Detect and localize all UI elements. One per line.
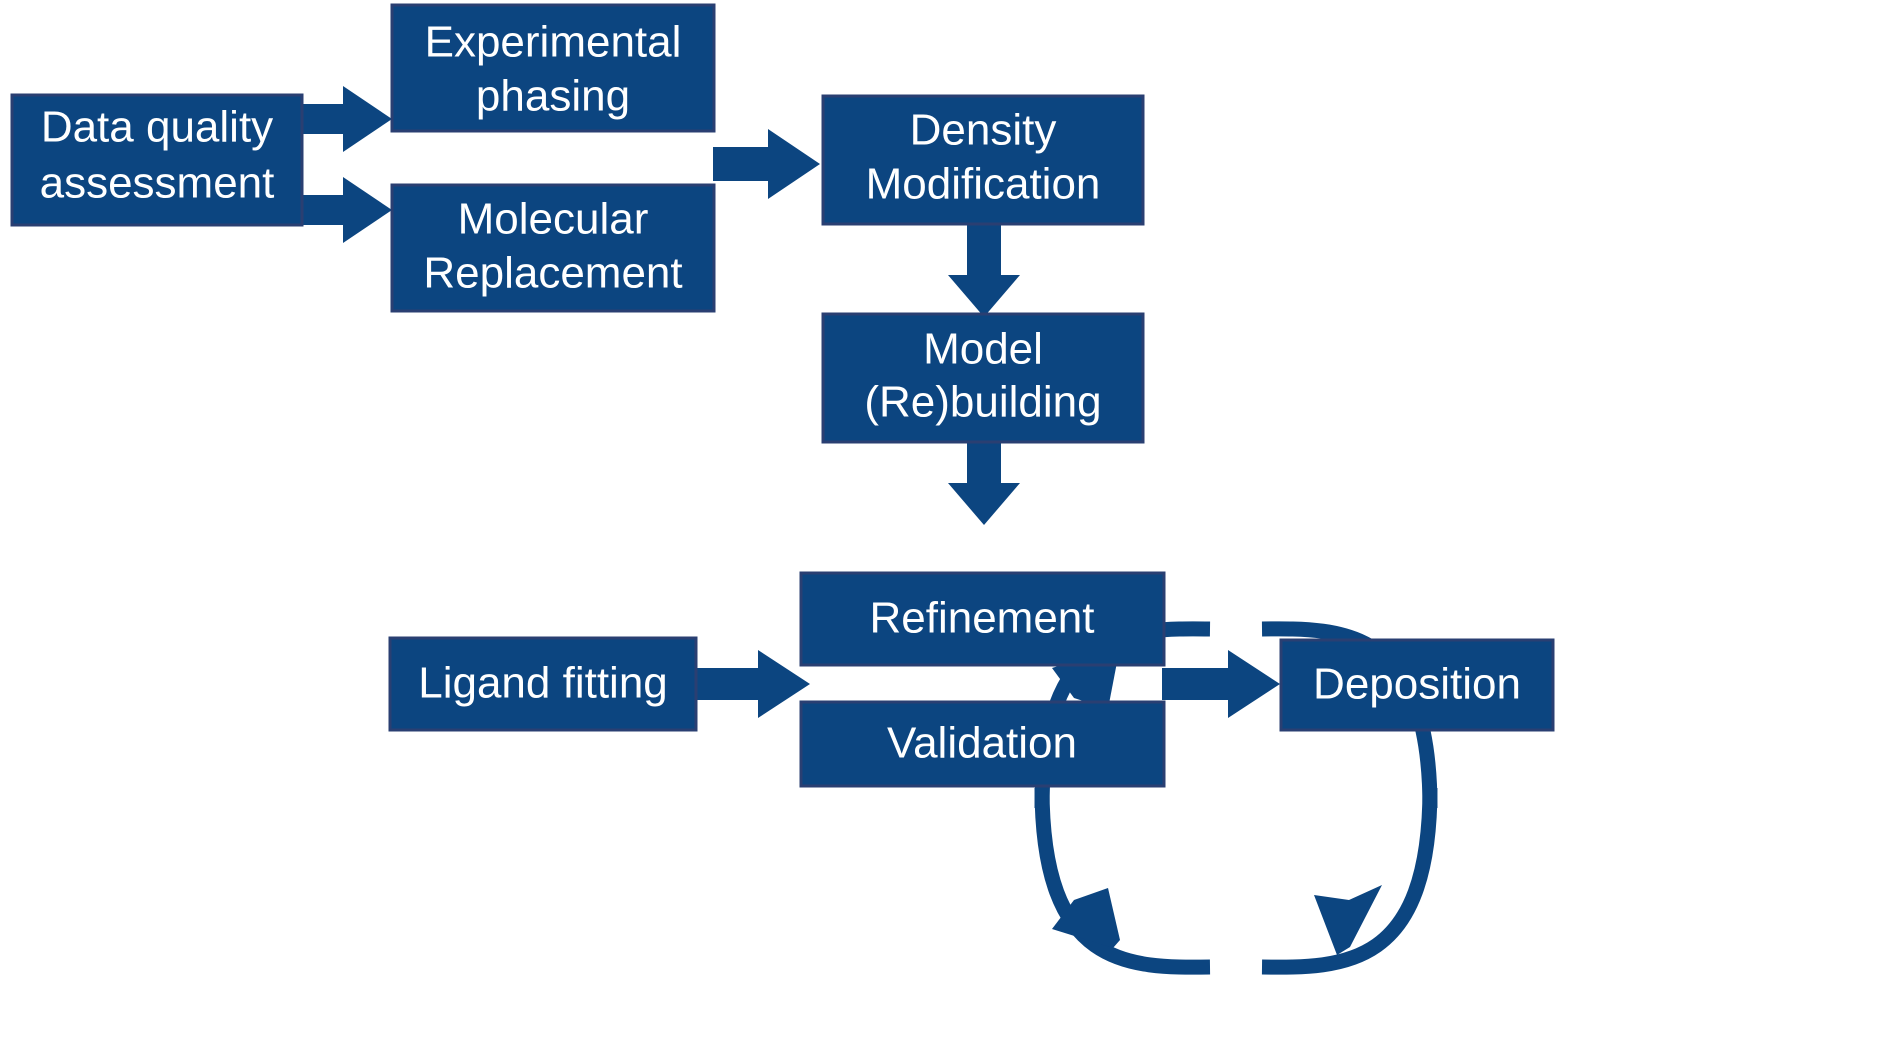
loop-arrowhead-lower-right — [1314, 885, 1382, 955]
arrow-dataquality-to-molecularreplacement — [300, 177, 392, 243]
arrow-densitymodification-to-modelrebuilding — [948, 223, 1020, 317]
node-refinement[interactable]: Refinement — [799, 571, 1166, 667]
node-molecular-replacement[interactable]: Molecular Replacement — [390, 183, 716, 313]
arrow-modelrebuilding-to-refinement — [948, 440, 1020, 525]
arrow-ligandfitting-to-cycle — [695, 650, 810, 718]
node-model-rebuilding[interactable]: Model (Re)building — [821, 312, 1145, 444]
arrow-phasing-to-densitymodification — [713, 129, 820, 199]
loop-arc-lower-right — [1261, 787, 1438, 975]
node-deposition[interactable]: Deposition — [1279, 638, 1555, 732]
node-density-modification[interactable]: Density Modification — [821, 94, 1145, 226]
loop-arrowhead-lower-left — [1052, 888, 1120, 948]
node-ligand-fitting[interactable]: Ligand fitting — [388, 636, 698, 732]
loop-arc-lower-left — [1034, 787, 1211, 975]
node-experimental-phasing[interactable]: Experimental phasing — [390, 3, 716, 133]
node-validation[interactable]: Validation — [799, 700, 1166, 788]
arrow-dataquality-to-experimentalphasing — [300, 86, 392, 152]
node-data-quality-assessment[interactable]: Data quality assessment — [10, 93, 304, 227]
arrow-cycle-to-deposition — [1162, 650, 1280, 718]
